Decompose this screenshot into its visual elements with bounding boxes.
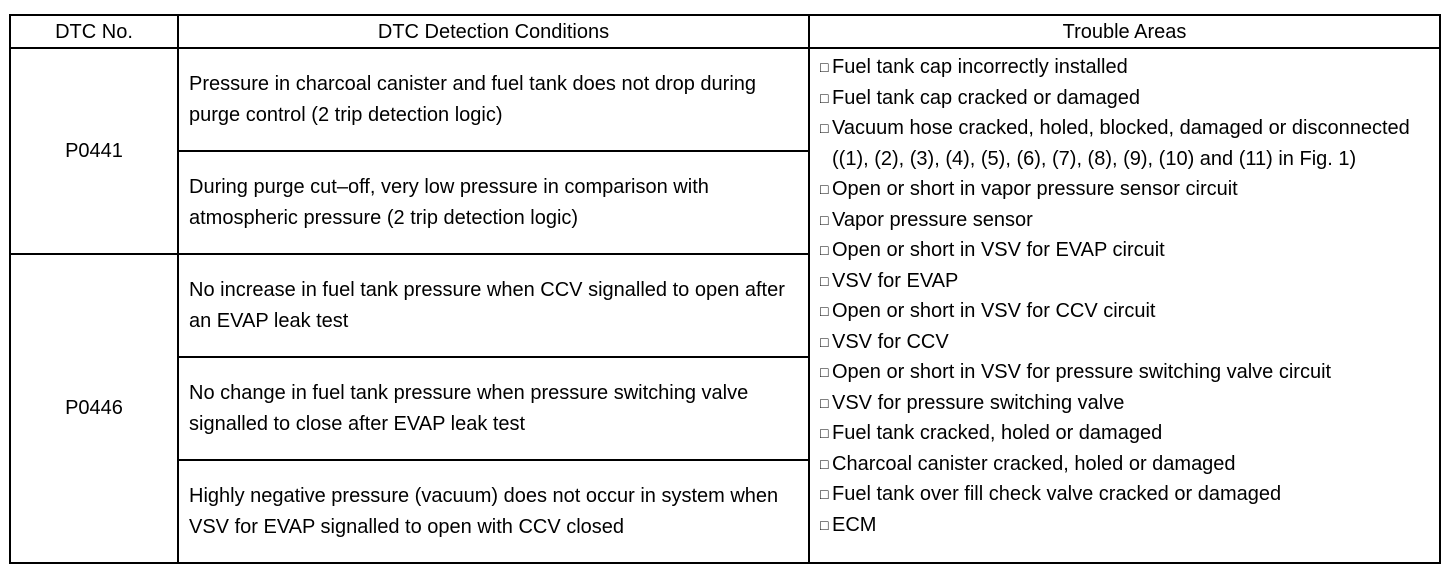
checkbox-bullet-icon: □: [820, 211, 829, 228]
trouble-area-item: □Fuel tank cap cracked or damaged: [820, 83, 1429, 114]
checkbox-bullet-icon: □: [820, 425, 829, 441]
trouble-area-text: VSV for CCV: [832, 330, 949, 353]
header-dtc-no: DTC No.: [9, 14, 179, 49]
checkbox-bullet-icon: □: [820, 181, 829, 197]
checkbox-bullet-icon: □: [820, 89, 829, 106]
dtc-table: DTC No. DTC Detection Conditions Trouble…: [9, 14, 1441, 564]
trouble-area-item: □VSV for EVAP: [820, 266, 1429, 297]
trouble-area-text: Fuel tank cap cracked or damaged: [832, 86, 1140, 109]
trouble-area-text: Fuel tank cracked, holed or damaged: [832, 422, 1163, 444]
trouble-area-item: □Charcoal canister cracked, holed or dam…: [820, 449, 1429, 480]
trouble-area-text: Fuel tank cap incorrectly installed: [832, 56, 1128, 78]
checkbox-bullet-icon: □: [820, 120, 829, 136]
header-trouble-areas: Trouble Areas: [808, 14, 1441, 49]
trouble-area-item: □Open or short in VSV for pressure switc…: [820, 357, 1429, 388]
checkbox-bullet-icon: □: [820, 364, 829, 380]
trouble-area-item: □Vacuum hose cracked, holed, blocked, da…: [820, 113, 1429, 174]
trouble-area-text: Open or short in vapor pressure sensor c…: [832, 178, 1238, 200]
detection-condition-cell: Highly negative pressure (vacuum) does n…: [177, 459, 810, 564]
dtc-code-cell: P0446: [9, 253, 179, 564]
checkbox-bullet-icon: □: [820, 394, 829, 411]
detection-condition-cell: No change in fuel tank pressure when pre…: [177, 356, 810, 461]
trouble-area-item: □Open or short in VSV for EVAP circuit: [820, 235, 1429, 266]
table-row: P0441 Pressure in charcoal canister and …: [9, 47, 1441, 564]
checkbox-bullet-icon: □: [820, 455, 829, 472]
table-row: No change in fuel tank pressure when pre…: [10, 356, 1440, 461]
table-row: During purge cut–off, very low pressure …: [10, 150, 1440, 255]
trouble-area-text: Vacuum hose cracked, holed, blocked, dam…: [832, 117, 1410, 170]
trouble-area-text: Open or short in VSV for CCV circuit: [832, 300, 1156, 322]
trouble-area-item: □VSV for pressure switching valve: [820, 388, 1429, 419]
trouble-area-item: □ECM: [820, 510, 1429, 541]
checkbox-bullet-icon: □: [820, 272, 829, 289]
trouble-area-item: □Open or short in VSV for CCV circuit: [820, 296, 1429, 327]
trouble-area-text: Open or short in VSV for pressure switch…: [832, 361, 1332, 383]
table-row: P0446 No increase in fuel tank pressure …: [9, 253, 1440, 564]
trouble-areas-cell: □Fuel tank cap incorrectly installed □Fu…: [808, 47, 1441, 564]
header-detection-conditions: DTC Detection Conditions: [177, 14, 810, 49]
header-row: DTC No. DTC Detection Conditions Trouble…: [9, 14, 1441, 49]
trouble-area-text: ECM: [832, 513, 877, 536]
trouble-area-text: Open or short in VSV for EVAP circuit: [832, 239, 1165, 261]
trouble-area-text: VSV for EVAP: [832, 269, 959, 292]
trouble-area-text: Fuel tank over fill check valve cracked …: [832, 483, 1282, 505]
checkbox-bullet-icon: □: [820, 303, 829, 319]
trouble-area-text: Charcoal canister cracked, holed or dama…: [832, 452, 1236, 475]
detection-condition-cell: Pressure in charcoal canister and fuel t…: [177, 47, 810, 152]
detection-condition-cell: No increase in fuel tank pressure when C…: [177, 253, 810, 358]
checkbox-bullet-icon: □: [820, 333, 829, 350]
trouble-area-item: □Open or short in vapor pressure sensor …: [820, 174, 1429, 205]
trouble-area-text: Vapor pressure sensor: [832, 208, 1033, 231]
trouble-area-item: □VSV for CCV: [820, 327, 1429, 358]
checkbox-bullet-icon: □: [820, 486, 829, 502]
dtc-code-cell: P0441: [9, 47, 179, 255]
checkbox-bullet-icon: □: [820, 59, 829, 75]
detection-condition-cell: During purge cut–off, very low pressure …: [177, 150, 810, 255]
trouble-area-text: VSV for pressure switching valve: [832, 391, 1125, 414]
trouble-area-item: □Fuel tank cap incorrectly installed: [820, 52, 1429, 83]
trouble-area-item: □Vapor pressure sensor: [820, 205, 1429, 236]
trouble-area-item: □Fuel tank cracked, holed or damaged: [820, 418, 1429, 449]
checkbox-bullet-icon: □: [820, 242, 829, 258]
trouble-area-item: □Fuel tank over fill check valve cracked…: [820, 479, 1429, 510]
checkbox-bullet-icon: □: [820, 516, 829, 533]
table-row: Highly negative pressure (vacuum) does n…: [10, 459, 1440, 564]
